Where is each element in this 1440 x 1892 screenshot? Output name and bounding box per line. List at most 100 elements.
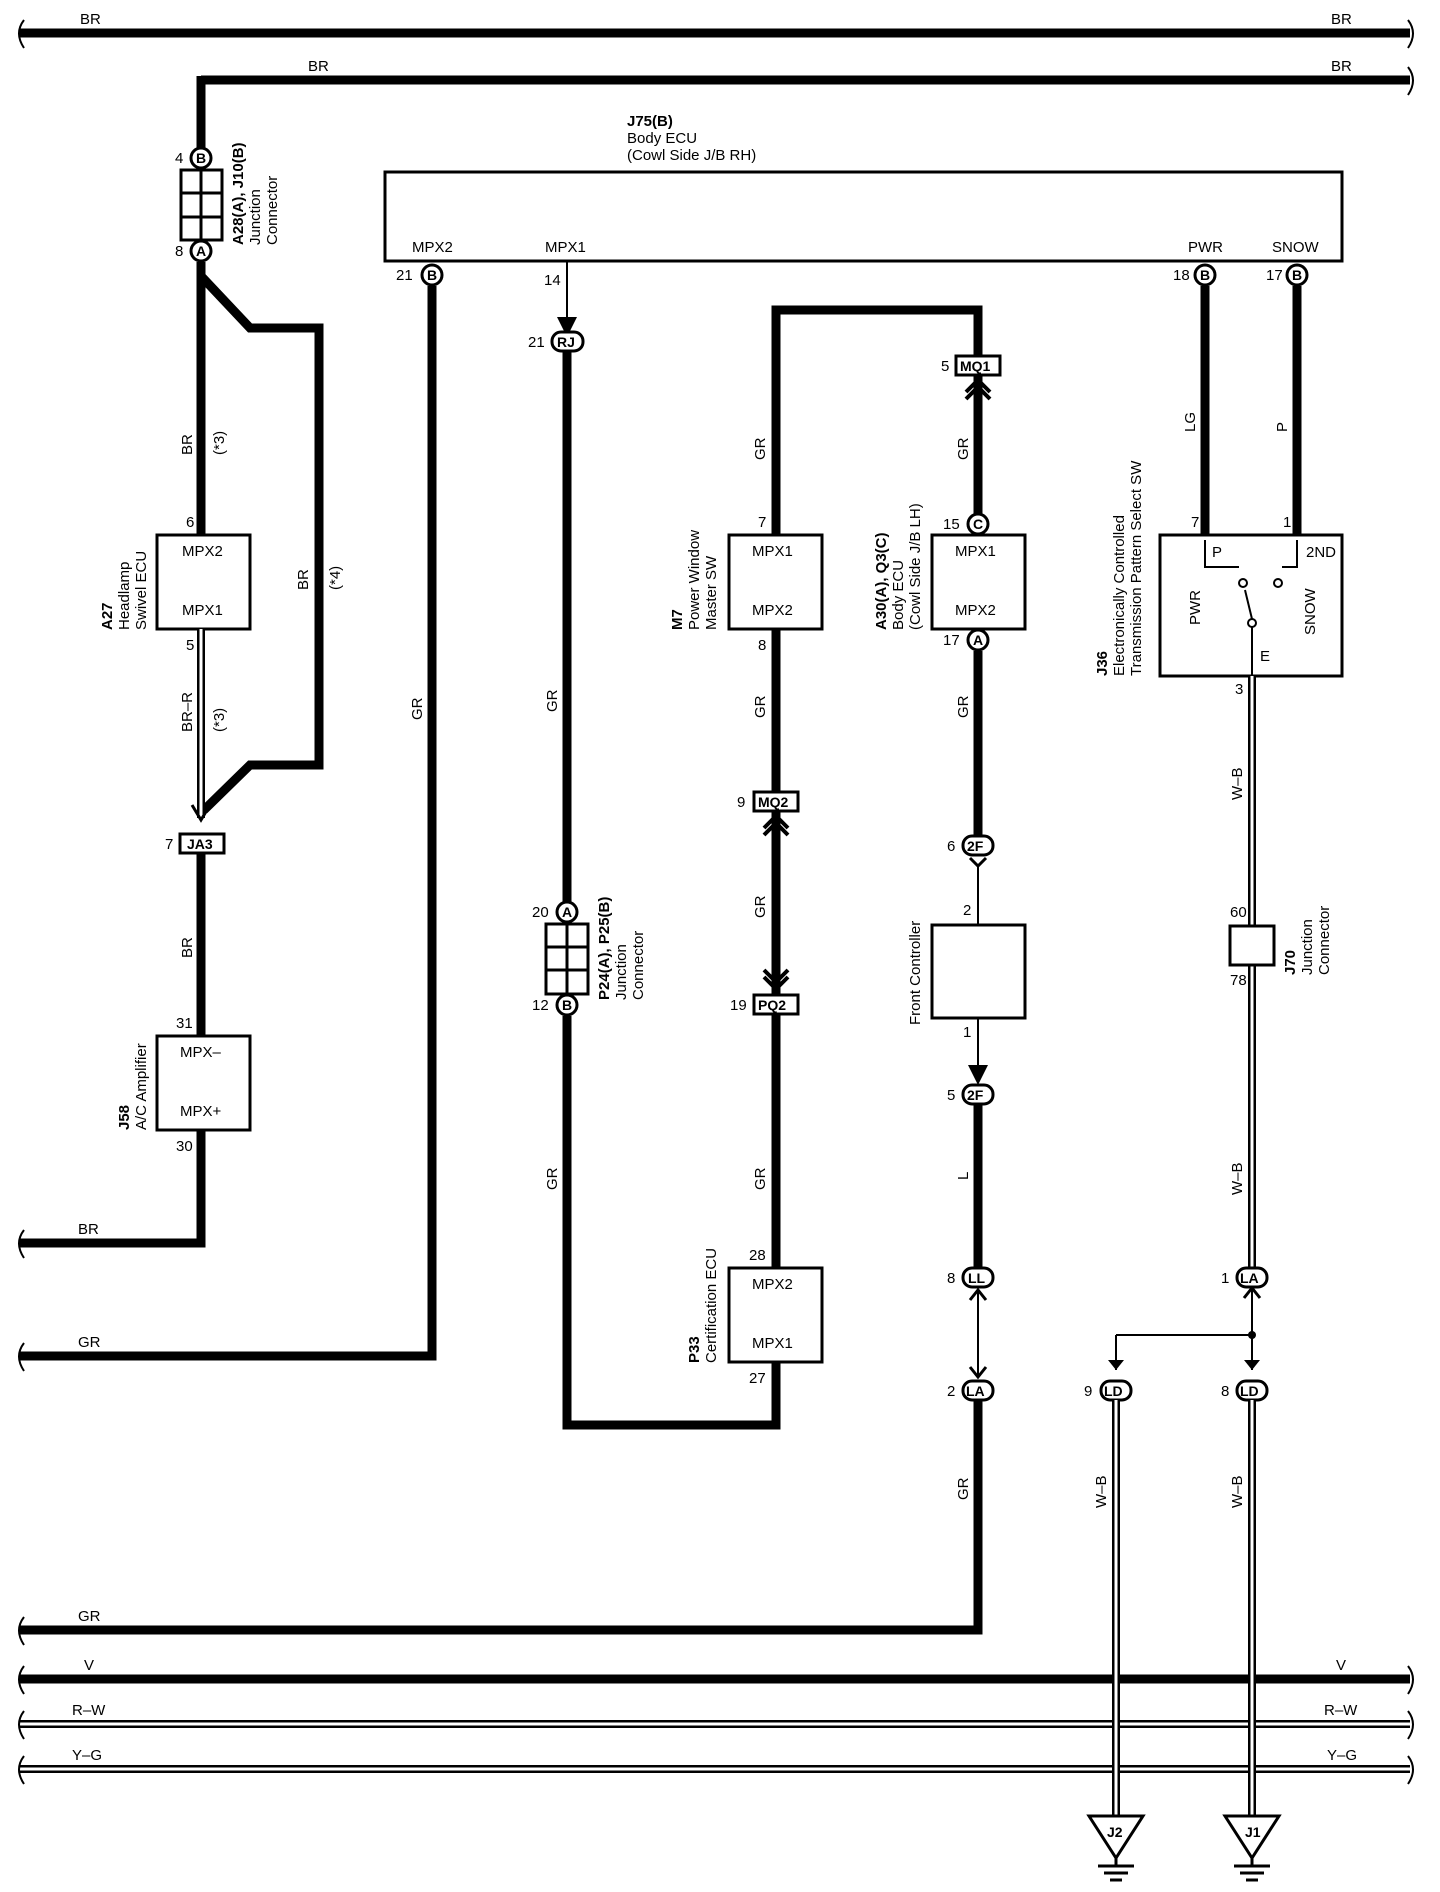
component-location: (Cowl Side J/B LH) [907,503,924,630]
svg-text:W–B: W–B [1093,1475,1110,1508]
mq2-connector: MQ2 9 [737,790,800,813]
terminal-label: MPX2 [182,543,223,560]
svg-text:BR: BR [78,1221,99,1238]
component-code: A30(A), Q3(C) [873,532,890,630]
pin-number: 8 [947,1270,955,1287]
component-code: A28(A), J10(B) [230,142,247,245]
2f-connector-top: 2F 6 [947,834,995,869]
svg-text:BR: BR [295,569,312,590]
a27-wire-labels: BR (*3) BR (*4) [179,431,344,590]
svg-text:B: B [1200,267,1210,283]
terminal-label: MPX1 [752,1335,793,1352]
ground-wire-j2: W–B [1093,1400,1120,1816]
pin-number: 9 [1084,1383,1092,1400]
component-code: J58 [116,1105,133,1130]
pin-number: 9 [737,794,745,811]
a30-body-ecu: C 15 MPX1 MPX2 A 17 A30(A), Q3(C) Body E… [873,503,1027,652]
component-name: Connector [264,176,281,245]
wire-label: BR [179,937,196,958]
component-name: Headlamp [116,562,133,630]
pin-number: 1 [963,1024,971,1041]
component-name: Junction [247,189,264,245]
wire-label: GR [752,437,769,460]
connector-label: RJ [557,334,575,350]
svg-text:Y–G: Y–G [1327,1747,1357,1764]
wire-label: GR [955,437,972,460]
component-name: Certification ECU [703,1248,720,1363]
ground-wire-j1: W–B [1229,1400,1256,1816]
j70-junction-connector: 60 78 J70 Junction Connector [1228,904,1333,989]
connector-label: MQ2 [758,794,789,810]
component-name: Swivel ECU [133,551,150,630]
la-connector-right: LA 1 [1221,1266,1269,1289]
wire-label: L [955,1172,972,1180]
component-name: Junction [613,944,630,1000]
bus-v: V V [18,1657,1414,1695]
la-connector-left: LA 2 [947,1379,995,1402]
pin-number: 3 [1235,681,1243,698]
ground-splice [1108,1285,1262,1370]
terminal-label: E [1260,648,1270,665]
a27-headlamp-swivel-ecu: MPX2 MPX1 6 5 A27 Headlamp Swivel ECU [99,514,252,654]
svg-text:B: B [562,997,572,1013]
rj-connector: RJ 21 [528,330,585,353]
wire-label: BR [1331,11,1352,28]
ground-j2: J2 [1086,1814,1146,1882]
pin-number: 5 [186,637,194,654]
pin-number: 21 [396,267,413,284]
connector-label: LD [1104,1383,1123,1399]
pin-number: 15 [943,516,960,533]
svg-text:(*3): (*3) [211,431,228,455]
component-code: M7 [669,609,686,630]
pin-number: 28 [749,1247,766,1264]
component-name: Connector [630,931,647,1000]
connector-label: PQ2 [758,997,786,1013]
pin-number: 8 [175,243,183,260]
pin-number: 6 [186,514,194,531]
terminal-label: SNOW [1272,239,1320,256]
component-name: Front Controller [907,921,924,1025]
pin-number: 8 [758,637,766,654]
pin-number: 2 [963,902,971,919]
svg-text:A: A [973,632,983,648]
terminal-label: MPX2 [752,602,793,619]
component-name: Body ECU [627,130,697,147]
connector-label: LD [1240,1383,1259,1399]
svg-text:R–W: R–W [72,1702,106,1719]
svg-text:GR: GR [78,1334,101,1351]
terminal-label: MPX1 [182,602,223,619]
wire-label: BR [1331,58,1352,75]
pin-number: 19 [730,997,747,1014]
component-code: A27 [99,602,116,630]
left-br-out: BR [18,1130,206,1259]
wire-label: BR [80,11,101,28]
svg-text:A: A [562,904,572,920]
pin-number: 27 [749,1370,766,1387]
component-code: P24(A), P25(B) [596,897,613,1000]
terminal-label: MPX2 [955,602,996,619]
component-name: Master SW [703,555,720,630]
bus-rw: R–W R–W [18,1702,1414,1740]
terminal-label: MPX1 [955,543,996,560]
pin-number: 5 [947,1087,955,1104]
svg-text:W–B: W–B [1229,1475,1246,1508]
terminal-label: MPX+ [180,1103,222,1120]
terminal-label: MPX– [180,1044,222,1061]
component-name: A/C Amplifier [133,1043,150,1130]
wire-label: GR [955,695,972,718]
j75-body-ecu: J75(B) Body ECU (Cowl Side J/B RH) MPX2 … [383,113,1344,289]
m7-power-window-master-sw: MPX1 MPX2 7 8 M7 Power Window Master SW [669,514,824,654]
pin-number: 4 [175,150,183,167]
component-code: J36 [1094,651,1111,676]
svg-text:Y–G: Y–G [72,1747,102,1764]
pin-number: 7 [758,514,766,531]
ground-label: J2 [1107,1824,1123,1840]
ja3-connector: JA3 7 [165,832,226,855]
pin-number: 5 [941,358,949,375]
connector-letter: A [196,243,206,259]
terminal-label: MPX2 [752,1276,793,1293]
svg-text:V: V [1336,1657,1346,1674]
j36-wb-wire: W–B W–B [1229,676,1256,1270]
pin-number: 1 [1283,514,1291,531]
svg-text:B: B [1292,267,1302,283]
